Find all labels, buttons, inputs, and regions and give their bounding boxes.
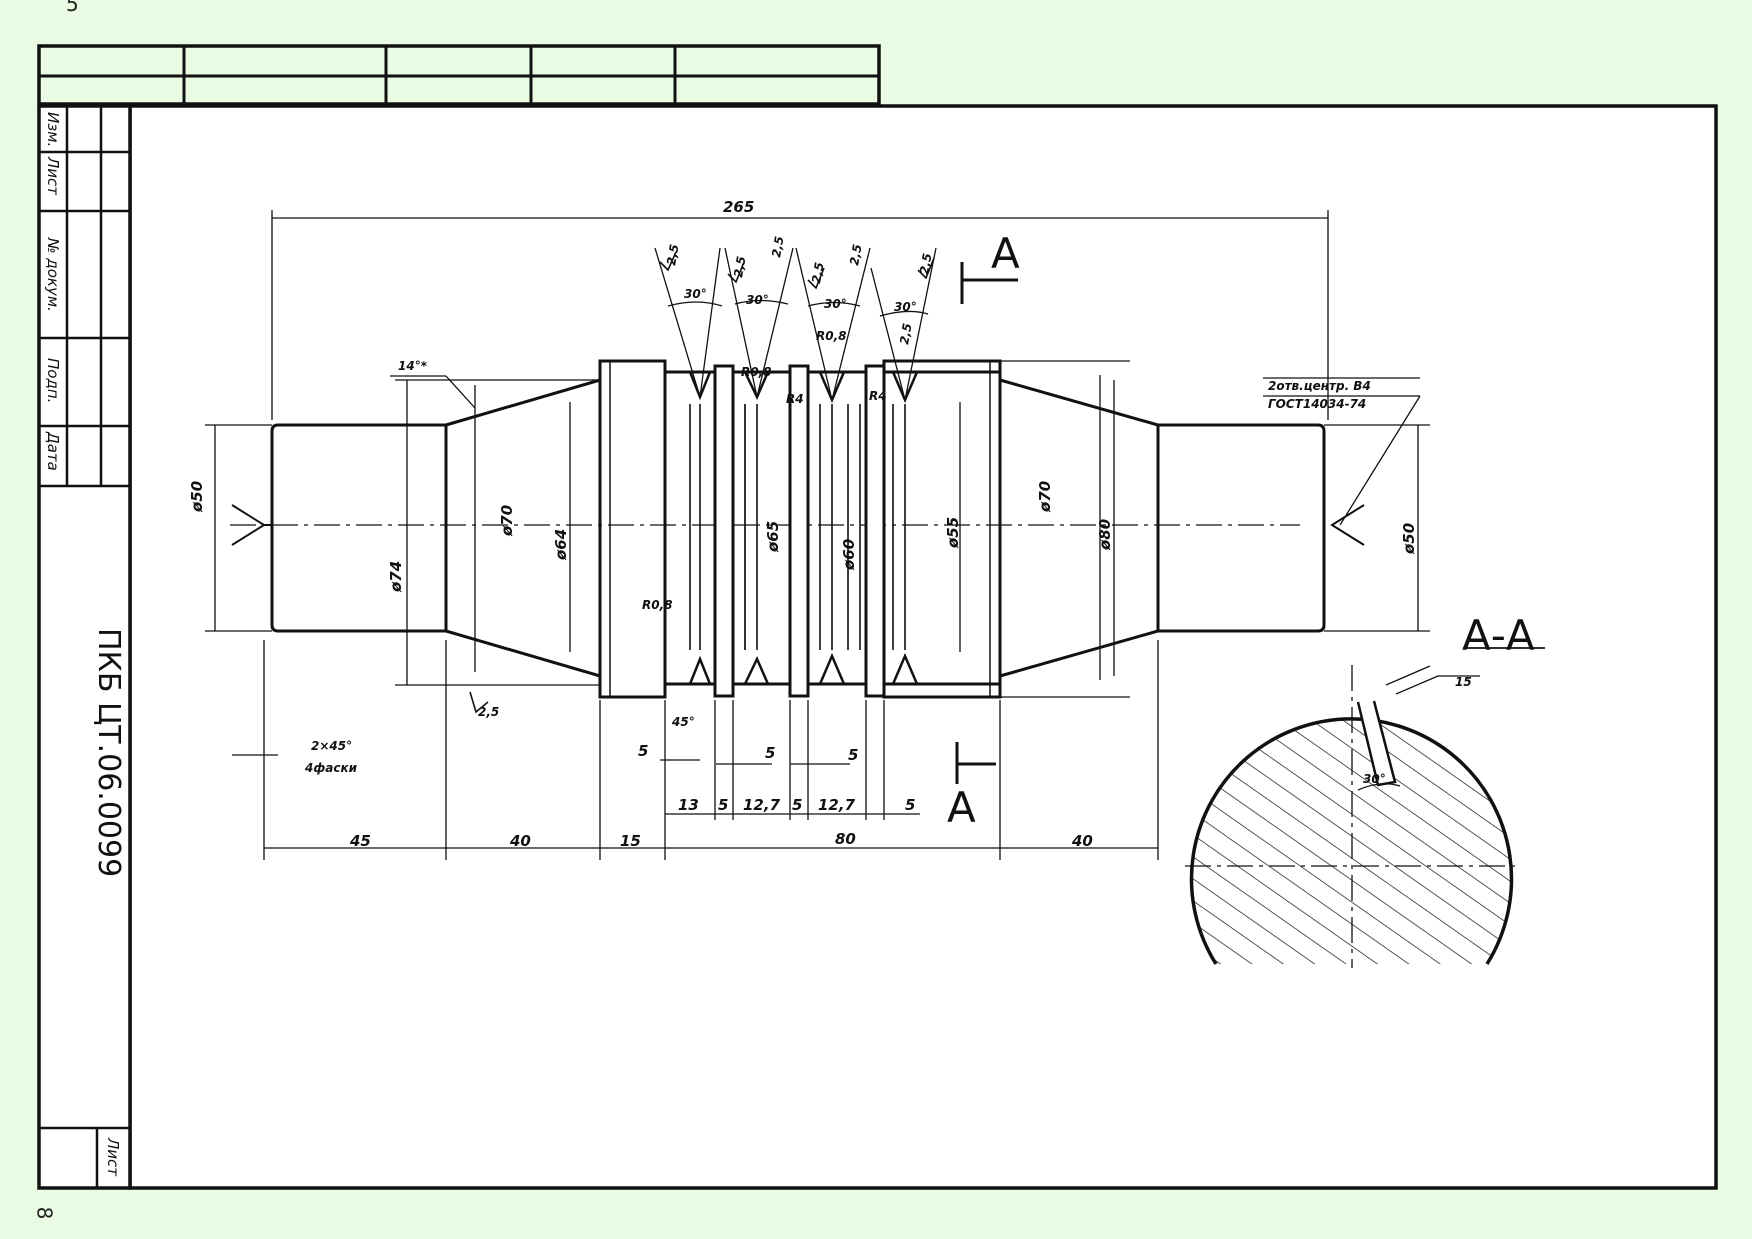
diameter-50-right: ø50	[1400, 523, 1418, 555]
section-texts: А А А-А 15 30°	[947, 229, 1535, 832]
angle-30-c: 30°	[824, 297, 847, 311]
note-chamfer-45: 45°	[671, 715, 695, 729]
note-centre-holes-1: 2отв.центр. В4	[1268, 379, 1371, 393]
dim-seg-15: 15	[620, 832, 641, 850]
angle-30-a: 30°	[684, 287, 707, 301]
dim-groove-5f: 5	[848, 746, 858, 764]
document-code: ПКБ ЦТ.06.0099	[91, 628, 126, 877]
angle-construction	[654, 247, 937, 401]
label-signature: Подп.	[44, 358, 62, 403]
section-title: А-А	[1462, 611, 1535, 660]
dimension-lines	[205, 210, 1430, 860]
roughness-8: 2,5	[478, 705, 499, 719]
roughness-5: 2,5	[847, 243, 864, 266]
roughness-symbols	[469, 251, 935, 714]
dim-seg-40-left: 40	[509, 832, 531, 850]
centre-holes	[231, 504, 1365, 546]
dim-seg-80: 80	[835, 830, 856, 848]
side-strip-labels: Изм. Лист № докум. Подп. Дата ПКБ ЦТ.06.…	[44, 112, 126, 1177]
radius-r4-a: R4	[786, 392, 804, 406]
dim-overall-length: 265	[723, 198, 754, 216]
roughness-7: 2,5	[897, 322, 914, 345]
cut-label-bottom: А	[947, 783, 976, 832]
section-cut-markers	[955, 262, 1018, 784]
roughness-texts: 2,5 2,5 2,5 2,5 2,5 2,5 2,5 2,5	[478, 235, 935, 719]
note-chamfer-word: 4фаски	[304, 761, 358, 775]
note-chamfer-value: 2×45°	[311, 739, 352, 753]
diameter-74: ø74	[387, 561, 405, 593]
roughness-2: 2,5	[731, 255, 748, 278]
diameter-70-right: ø70	[1036, 481, 1054, 513]
dim-groove-5c: 5	[905, 796, 915, 814]
keyway-width: 15	[1455, 675, 1472, 689]
cut-label-top: А	[991, 229, 1020, 278]
roughness-6: 2,5	[917, 252, 934, 275]
diameter-55: ø55	[944, 517, 962, 549]
main-frame-border	[128, 104, 1718, 1190]
angle-30-b: 30°	[746, 293, 769, 307]
roughness-4: 2,5	[809, 261, 826, 284]
dim-groove-12-7a: 12,7	[743, 796, 781, 814]
diameter-texts: ø50 ø74 ø70 ø64 ø65 ø60 ø55 ø70 ø80 ø50	[188, 481, 1418, 593]
radius-r4-b: R4	[869, 389, 887, 403]
side-strip-border	[37, 104, 132, 1190]
radius-r08-a: R0,8	[741, 365, 772, 379]
corner-mark-top: 5	[66, 0, 79, 16]
note-texts: 14°* 2×45° 4фаски 45° 2отв.центр. В4 ГОС…	[304, 359, 1371, 775]
diameter-80: ø80	[1096, 519, 1114, 551]
dim-groove-5a: 5	[718, 796, 728, 814]
dim-groove-13: 13	[678, 796, 699, 814]
angle-texts: 30° 30° 30° 30°	[684, 287, 917, 314]
note-taper: 14°*	[398, 359, 428, 373]
diameter-60: ø60	[840, 539, 858, 571]
dim-seg-40-right: 40	[1071, 832, 1093, 850]
note-centre-holes-2: ГОСТ14034-74	[1268, 397, 1366, 411]
top-title-block	[37, 44, 881, 106]
dimension-texts: 265 45 40 15 80 40 13 5 12,7 5 12,7 5 5 …	[349, 198, 1093, 850]
angle-30-d: 30°	[894, 300, 917, 314]
radius-texts: R0,8 R0,8 R0,8 R4 R4	[642, 329, 887, 612]
roughness-3: 2,5	[769, 235, 786, 258]
dim-groove-5e: 5	[765, 744, 775, 762]
roughness-1: 2,5	[664, 243, 681, 266]
diameter-50-left: ø50	[188, 481, 206, 513]
label-list: Лист	[44, 156, 62, 196]
label-date: Дата	[44, 431, 62, 471]
diameter-70-left: ø70	[498, 505, 516, 537]
label-doc-number: № докум.	[44, 237, 62, 312]
dim-groove-5b: 5	[792, 796, 802, 814]
keyway-angle: 30°	[1363, 772, 1386, 786]
label-izm: Изм.	[44, 112, 62, 147]
shaft-outline	[230, 359, 1326, 699]
radius-r08-c: R0,8	[642, 598, 673, 612]
dim-groove-12-7b: 12,7	[818, 796, 856, 814]
diameter-64: ø64	[552, 529, 570, 561]
dim-groove-5d: 5	[638, 742, 648, 760]
diameter-65: ø65	[764, 521, 782, 553]
sheet-label: Лист	[104, 1137, 122, 1177]
dim-seg-45: 45	[349, 832, 371, 850]
drawing-frame	[37, 104, 1718, 1190]
section-view	[1185, 647, 1545, 968]
radius-r08-b: R0,8	[816, 329, 847, 343]
